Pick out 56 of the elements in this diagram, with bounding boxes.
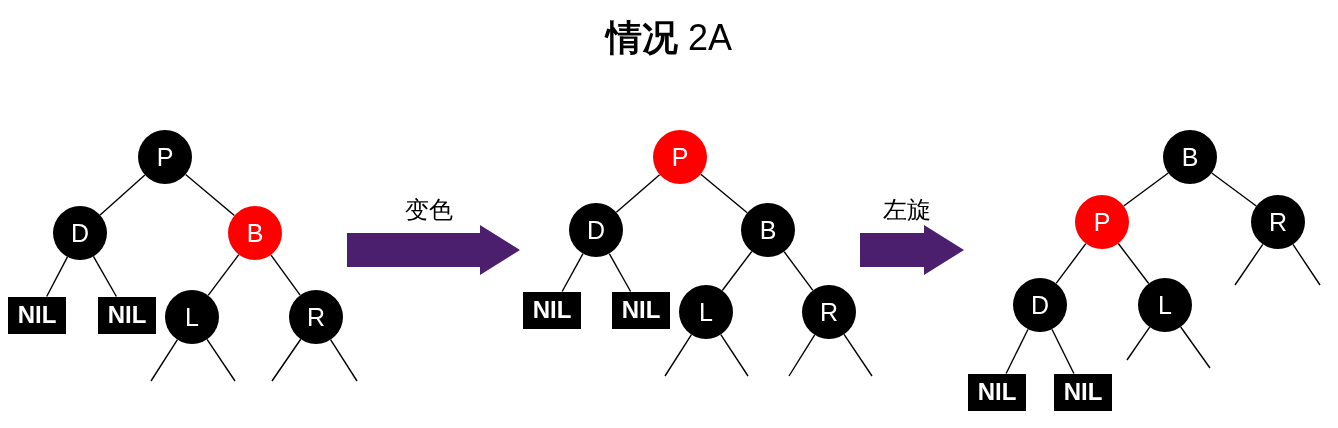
transition-arrow	[347, 225, 520, 275]
tree-node-circle: L	[1138, 278, 1192, 332]
tree-node-circle: R	[289, 290, 343, 344]
tree-edge	[721, 250, 753, 292]
edge-label: 变色	[404, 195, 453, 225]
tree-edge	[788, 334, 816, 377]
tree-edge	[615, 174, 661, 213]
tree-edge	[1211, 172, 1257, 207]
tree-edge	[271, 338, 302, 382]
tree-node-circle: D	[1013, 278, 1067, 332]
nil-leaf-box: NIL	[98, 296, 156, 334]
tree-edge	[843, 333, 873, 377]
nil-leaf-box: NIL	[523, 291, 581, 329]
tree-node-circle: D	[569, 203, 623, 257]
tree-edge	[608, 252, 632, 293]
tree-edge	[1126, 326, 1151, 361]
tree-edge	[1005, 328, 1029, 375]
tree-edge	[1234, 243, 1264, 286]
tree-node-circle: L	[165, 290, 219, 344]
tree-edge	[206, 338, 236, 382]
transition-arrow	[860, 225, 964, 275]
nil-leaf-box: NIL	[8, 296, 66, 334]
tree-edge	[700, 173, 748, 214]
tree-edge	[1051, 328, 1075, 375]
tree-node-circle: B	[741, 203, 795, 257]
tree-edge	[99, 174, 146, 216]
tree-edge	[783, 250, 814, 292]
tree-node-circle: P	[1075, 195, 1129, 249]
tree-node-circle: B	[1163, 130, 1217, 184]
tree-edge	[92, 255, 118, 298]
tree-node-circle: D	[53, 206, 107, 260]
tree-node-circle: L	[679, 285, 733, 339]
tree-edge	[207, 253, 240, 297]
tree-edge	[46, 256, 69, 298]
tree-edge	[270, 254, 301, 296]
tree-edge	[561, 252, 584, 293]
tree-edge	[1123, 172, 1169, 207]
tree-edge	[150, 339, 179, 382]
tree-edge	[1055, 242, 1087, 285]
title: 情况 2A	[603, 16, 733, 60]
tree-node-circle: P	[653, 130, 707, 184]
tree-node-circle: R	[802, 285, 856, 339]
nil-leaf-box: NIL	[612, 291, 670, 329]
nil-leaf-box: NIL	[968, 373, 1026, 411]
edge-label: 左旋	[883, 195, 931, 225]
tree-edge	[664, 334, 693, 377]
nil-leaf-box: NIL	[1054, 373, 1112, 411]
tree-node-circle: P	[138, 130, 192, 184]
tree-edge	[720, 333, 749, 377]
tree-edge	[1117, 242, 1150, 285]
tree-node-circle: R	[1251, 195, 1305, 249]
tree-edge	[329, 339, 358, 382]
tree-edge	[184, 173, 236, 217]
tree-edge	[1180, 326, 1211, 369]
tree-edge	[1292, 243, 1321, 286]
tree-node-circle: B	[228, 206, 282, 260]
